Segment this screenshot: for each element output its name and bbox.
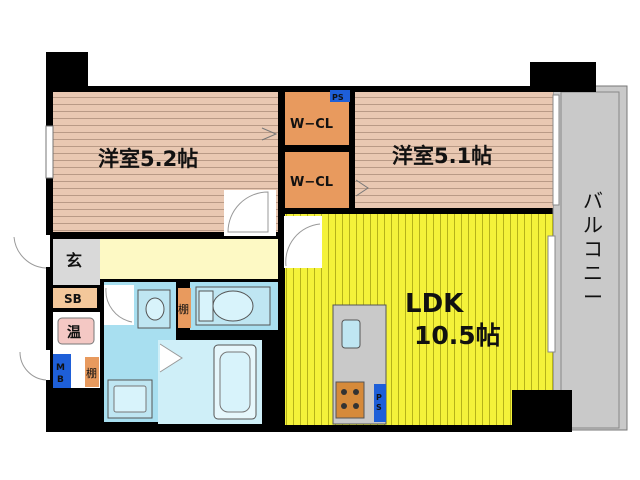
- ldk-label: LDK: [405, 289, 464, 319]
- entrance-door: [12, 235, 50, 267]
- wall-stub-top-right: [530, 62, 596, 92]
- closet-2: [285, 152, 349, 208]
- room-2-window: [552, 94, 560, 206]
- svg-text:S: S: [376, 403, 382, 412]
- svg-text:M: M: [56, 363, 65, 373]
- ps-box-kitchen: [374, 384, 386, 422]
- svg-text:PS: PS: [332, 93, 344, 102]
- balcony-label-char: バ: [583, 189, 603, 213]
- wall-stub-bottom-left: [46, 388, 104, 432]
- ldk-door-area: [284, 216, 322, 268]
- meter-box-label: M B: [56, 363, 65, 385]
- shoe-box-label: SB: [64, 292, 82, 306]
- western-room-2-label: 洋室5.1帖: [392, 144, 492, 168]
- svg-text:P: P: [376, 393, 382, 402]
- shoe-box: [53, 288, 97, 308]
- shelf-1-label: 棚: [86, 366, 97, 380]
- balcony-label-char: ニ: [583, 261, 603, 285]
- hallway: [100, 239, 278, 279]
- shelf-2-label: 棚: [178, 302, 189, 316]
- water-heater: [57, 317, 95, 345]
- ps-kitchen-label: P S: [376, 393, 382, 412]
- stove-top: [335, 381, 365, 419]
- balcony-label-char: コ: [583, 237, 603, 261]
- closet-1-label: W−CL: [290, 117, 333, 132]
- ps-closet-label: PS: [332, 93, 344, 102]
- meter-box: [53, 354, 71, 388]
- entrance-label: 玄: [66, 251, 82, 270]
- western-room-2: [355, 92, 553, 208]
- balcony-label-char: ー: [583, 285, 603, 309]
- ps-box-closet: [330, 90, 350, 102]
- ldk-size-label: 10.5帖: [414, 321, 501, 350]
- shelf-1-box: [85, 357, 99, 387]
- ldk-window: [547, 235, 556, 353]
- room-1-window: [45, 125, 54, 179]
- western-room-1-label: 洋室5.2帖: [98, 147, 198, 171]
- closet-2-label: W−CL: [290, 175, 333, 190]
- ldk-room: [285, 214, 553, 425]
- kitchen-sink: [341, 319, 361, 349]
- water-heater-label: 温: [67, 325, 81, 341]
- shelf-2-box: [178, 288, 191, 328]
- wall-stub-top-left: [46, 52, 88, 92]
- balcony-label-char: ル: [583, 213, 603, 237]
- svg-text:B: B: [57, 375, 64, 385]
- washroom-door-area: [104, 285, 134, 325]
- entrance-floor: [53, 239, 100, 285]
- ldk-corner-pillar: [512, 390, 572, 432]
